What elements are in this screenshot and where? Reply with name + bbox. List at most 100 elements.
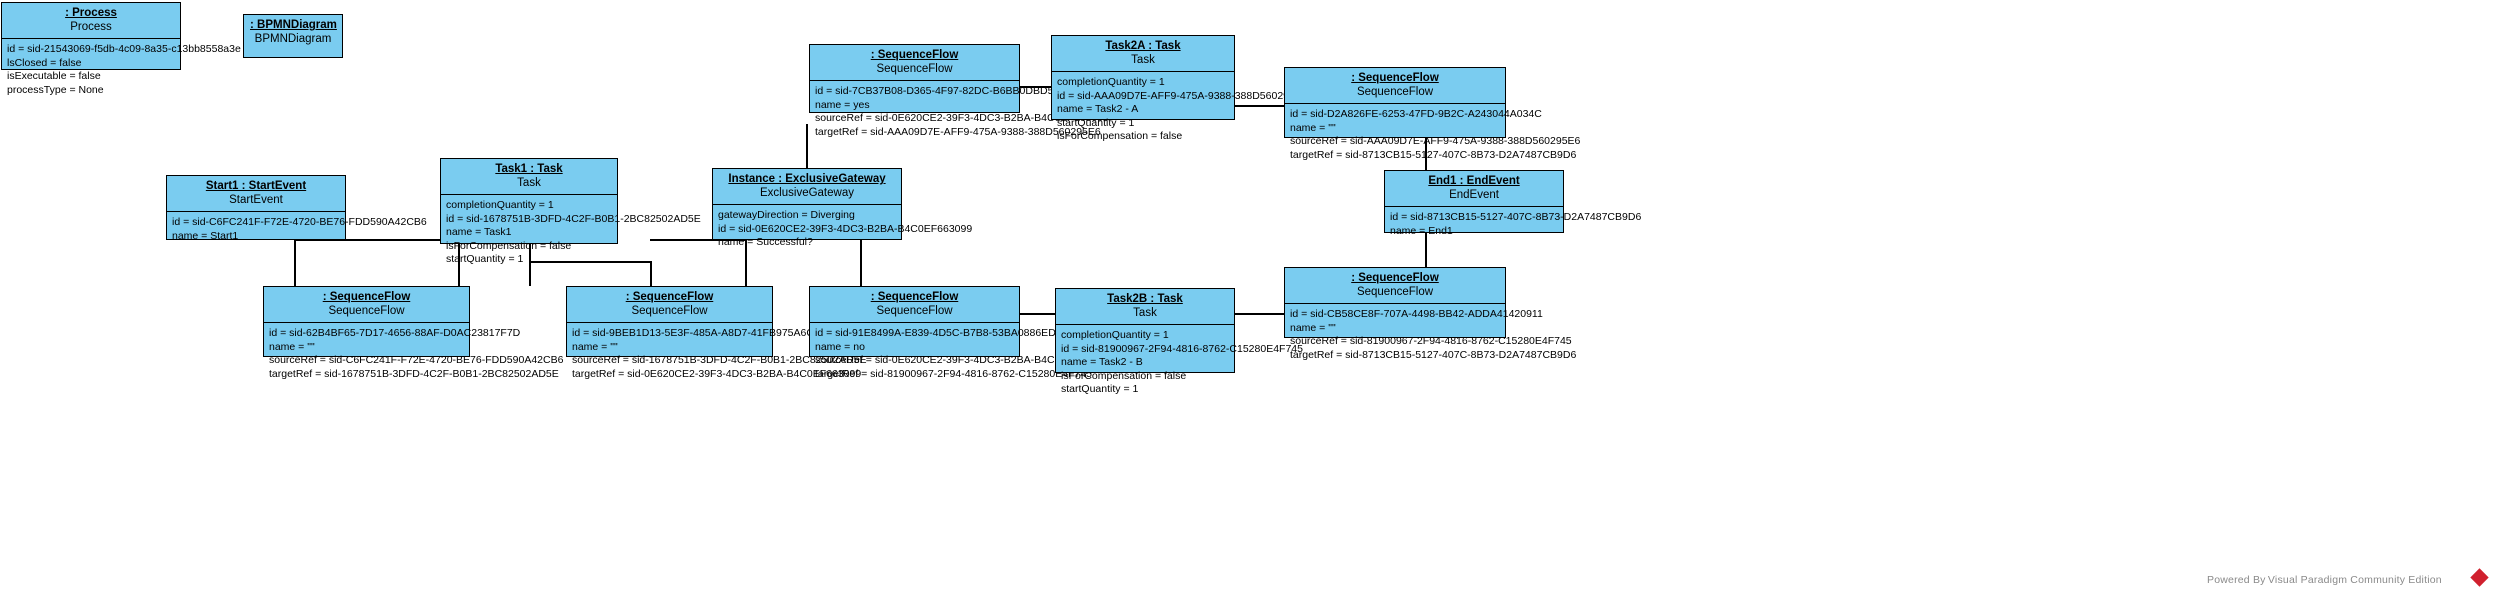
attribute-row: completionQuantity = 1 <box>1057 76 1165 88</box>
connector-seqflow3-to-task2b <box>1019 313 1055 315</box>
object-start1-stereotype: StartEvent <box>229 194 283 206</box>
attribute-row: startQuantity = 1 <box>1057 116 1135 129</box>
object-sequenceflow-bottom-2-header: : SequenceFlow SequenceFlow <box>567 287 772 323</box>
object-exclusive-gateway-attributes: gatewayDirection = Diverging id = sid-0E… <box>713 205 973 255</box>
attribute-row: sourceRef = sid-1678751B-3DFD-4C2F-B0B1-… <box>572 354 867 366</box>
object-sequenceflow-top-middle-attributes: id = sid-7CB37B08-D365-4F97-82DC-B6BB0DB… <box>810 81 1109 144</box>
attribute-row: name = Successful? <box>718 236 813 248</box>
object-sequenceflow-bottom-3-attributes: id = sid-91E8499A-E839-4D5C-B7B8-53BA088… <box>810 323 1109 386</box>
object-sequenceflow-top-middle-header: : SequenceFlow SequenceFlow <box>810 45 1019 81</box>
attribute-row: sourceRef = sid-AAA09D7E-AFF9-475A-9388-… <box>1290 135 1581 147</box>
connector-gateway-to-seqflow3 <box>860 240 862 286</box>
connector-seqflow1-task1-h <box>294 239 460 241</box>
connector-seqflow2-down <box>650 262 652 286</box>
object-sequenceflow-top-middle-title: : SequenceFlow <box>870 49 959 61</box>
attribute-row: lsClosed = false <box>7 56 82 69</box>
object-process-title: : Process <box>65 7 117 19</box>
attribute-row: name = Task2 - A <box>1057 103 1139 115</box>
object-task2b[interactable]: Task2B : Task Task completionQuantity = … <box>1055 288 1303 395</box>
attribute-row: sourceRef = sid-C6FC241F-F72E-4720-BE76-… <box>269 354 564 366</box>
object-exclusive-gateway[interactable]: Instance : ExclusiveGateway ExclusiveGat… <box>712 168 972 248</box>
object-sequenceflow-bottom-1-stereotype: SequenceFlow <box>328 305 405 317</box>
attribute-row: id = sid-91E8499A-E839-4D5C-B7B8-53BA088… <box>815 327 1071 339</box>
connector-seqflowtop-to-task2a <box>1019 86 1052 88</box>
connector-gateway-to-seqflow-top <box>806 124 808 168</box>
object-sequenceflow-bottom-2-title: : SequenceFlow <box>625 291 714 303</box>
object-end1[interactable]: End1 : EndEvent EndEvent id = sid-8713CB… <box>1384 170 1642 237</box>
attribute-row: name = "" <box>572 340 618 353</box>
object-sequenceflow-bottom-3-header: : SequenceFlow SequenceFlow <box>810 287 1019 323</box>
object-process-attributes: id = sid-21543069-f5db-4c09-8a35-c13bb85… <box>2 39 241 102</box>
attribute-row: id = sid-8713CB15-5127-407C-8B73-D2A7487… <box>1390 211 1642 223</box>
attribute-row: name = no <box>815 340 865 353</box>
attribute-row: id = sid-7CB37B08-D365-4F97-82DC-B6BB0DB… <box>815 85 1074 97</box>
attribute-row: name = yes <box>815 98 870 111</box>
connector-task2a-to-seqflowright <box>1235 105 1284 107</box>
object-sequenceflow-bottom-2[interactable]: : SequenceFlow SequenceFlow id = sid-9BE… <box>566 286 866 380</box>
object-sequenceflow-bottom-2-attributes: id = sid-9BEB1D13-5E3F-485A-A8D7-41FB975… <box>567 323 867 386</box>
object-start1-attributes: id = sid-C6FC241F-F72E-4720-BE76-FDD590A… <box>167 212 427 248</box>
attribute-row: name = Task2 - B <box>1061 356 1143 368</box>
object-task2a-title: Task2A : Task <box>1105 40 1181 52</box>
object-bpmndiagram[interactable]: : BPMNDiagram BPMNDiagram <box>243 14 343 58</box>
connector-gateway-seqflow2 <box>745 240 747 286</box>
visual-paradigm-logo-icon <box>2470 568 2489 587</box>
object-sequenceflow-top-middle[interactable]: : SequenceFlow SequenceFlow id = sid-7CB… <box>809 44 1109 138</box>
object-end1-stereotype: EndEvent <box>1449 189 1499 201</box>
attribute-row: isForCompensation = false <box>1061 369 1187 382</box>
attribute-row: name = "" <box>269 340 315 353</box>
object-process-header: : Process Process <box>2 3 180 39</box>
object-task2b-attributes: completionQuantity = 1 id = sid-81900967… <box>1056 325 1303 402</box>
object-task2b-title: Task2B : Task <box>1107 293 1183 305</box>
connector-seqflowright-to-end1 <box>1425 138 1427 170</box>
attribute-row: targetRef = sid-8713CB15-5127-407C-8B73-… <box>1290 348 1577 361</box>
object-task2a[interactable]: Task2A : Task Task completionQuantity = … <box>1051 35 1308 142</box>
object-sequenceflow-bottom-2-stereotype: SequenceFlow <box>631 305 708 317</box>
object-task2a-header: Task2A : Task Task <box>1052 36 1234 72</box>
attribute-row: targetRef = sid-AAA09D7E-AFF9-475A-9388-… <box>815 125 1101 138</box>
object-start1-header: Start1 : StartEvent StartEvent <box>167 176 345 212</box>
attribute-row: completionQuantity = 1 <box>1061 329 1169 341</box>
object-start1[interactable]: Start1 : StartEvent StartEvent id = sid-… <box>166 175 427 242</box>
connector-task1-to-seqflow2 <box>529 244 531 286</box>
object-sequenceflow-bottom-4[interactable]: : SequenceFlow SequenceFlow id = sid-CB5… <box>1284 267 1576 361</box>
attribute-row: sourceRef = sid-0E620CE2-39F3-4DC3-B2BA-… <box>815 112 1109 124</box>
attribute-row: name = "" <box>1290 121 1336 134</box>
attribute-row: id = sid-0E620CE2-39F3-4DC3-B2BA-B4C0EF6… <box>718 222 973 235</box>
object-sequenceflow-bottom-1-header: : SequenceFlow SequenceFlow <box>264 287 469 323</box>
attribute-row: sourceRef = sid-81900967-2F94-4816-8762-… <box>1290 335 1572 347</box>
object-exclusive-gateway-stereotype: ExclusiveGateway <box>760 187 854 199</box>
attribute-row: name = Start1 <box>172 229 239 242</box>
attribute-row: id = sid-D2A826FE-6253-47FD-9B2C-A243044… <box>1290 108 1542 120</box>
attribute-row: id = sid-62B4BF65-7D17-4656-88AF-D0AC238… <box>269 327 521 339</box>
watermark-text: Powered By Visual Paradigm Community Edi… <box>2207 574 2442 586</box>
object-sequenceflow-bottom-1[interactable]: : SequenceFlow SequenceFlow id = sid-62B… <box>263 286 563 380</box>
attribute-row: isExecutable = false <box>7 70 101 82</box>
attribute-row: sourceRef = sid-0E620CE2-39F3-4DC3-B2BA-… <box>815 354 1109 366</box>
object-sequenceflow-bottom-4-title: : SequenceFlow <box>1351 272 1439 284</box>
object-sequenceflow-bottom-1-title: : SequenceFlow <box>322 291 411 303</box>
object-process-stereotype: Process <box>70 21 112 33</box>
attribute-row: id = sid-81900967-2F94-4816-8762-C15280E… <box>1061 342 1303 355</box>
connector-seqflow1-to-task1 <box>458 240 460 286</box>
object-exclusive-gateway-header: Instance : ExclusiveGateway ExclusiveGat… <box>713 169 901 205</box>
object-process[interactable]: : Process Process id = sid-21543069-f5db… <box>1 2 241 96</box>
attribute-row: targetRef = sid-0E620CE2-39F3-4DC3-B2BA-… <box>572 367 862 380</box>
attribute-row: id = sid-1678751B-3DFD-4C2F-B0B1-2BC8250… <box>446 212 701 225</box>
object-sequenceflow-top-right[interactable]: : SequenceFlow SequenceFlow id = sid-D2A… <box>1284 67 1580 161</box>
object-sequenceflow-bottom-1-attributes: id = sid-62B4BF65-7D17-4656-88AF-D0AC238… <box>264 323 564 386</box>
object-bpmndiagram-stereotype: BPMNDiagram <box>254 33 332 45</box>
attribute-row: completionQuantity = 1 <box>446 199 554 211</box>
attribute-row: gatewayDirection = Diverging <box>718 209 855 221</box>
object-sequenceflow-top-middle-stereotype: SequenceFlow <box>876 63 953 75</box>
object-sequenceflow-top-right-header: : SequenceFlow SequenceFlow <box>1285 68 1505 104</box>
object-task1[interactable]: Task1 : Task Task completionQuantity = 1… <box>440 158 701 265</box>
object-bpmndiagram-header: : BPMNDiagram BPMNDiagram <box>244 15 342 50</box>
object-sequenceflow-bottom-4-stereotype: SequenceFlow <box>1356 286 1434 298</box>
attribute-row: id = sid-CB58CE8F-707A-4498-BB42-ADDA414… <box>1290 308 1543 320</box>
object-task1-header: Task1 : Task Task <box>441 159 617 195</box>
object-task2a-stereotype: Task <box>1131 54 1155 66</box>
object-sequenceflow-bottom-3[interactable]: : SequenceFlow SequenceFlow id = sid-91E… <box>809 286 1109 380</box>
object-end1-header: End1 : EndEvent EndEvent <box>1385 171 1563 207</box>
attribute-row: name = Task1 <box>446 226 512 238</box>
